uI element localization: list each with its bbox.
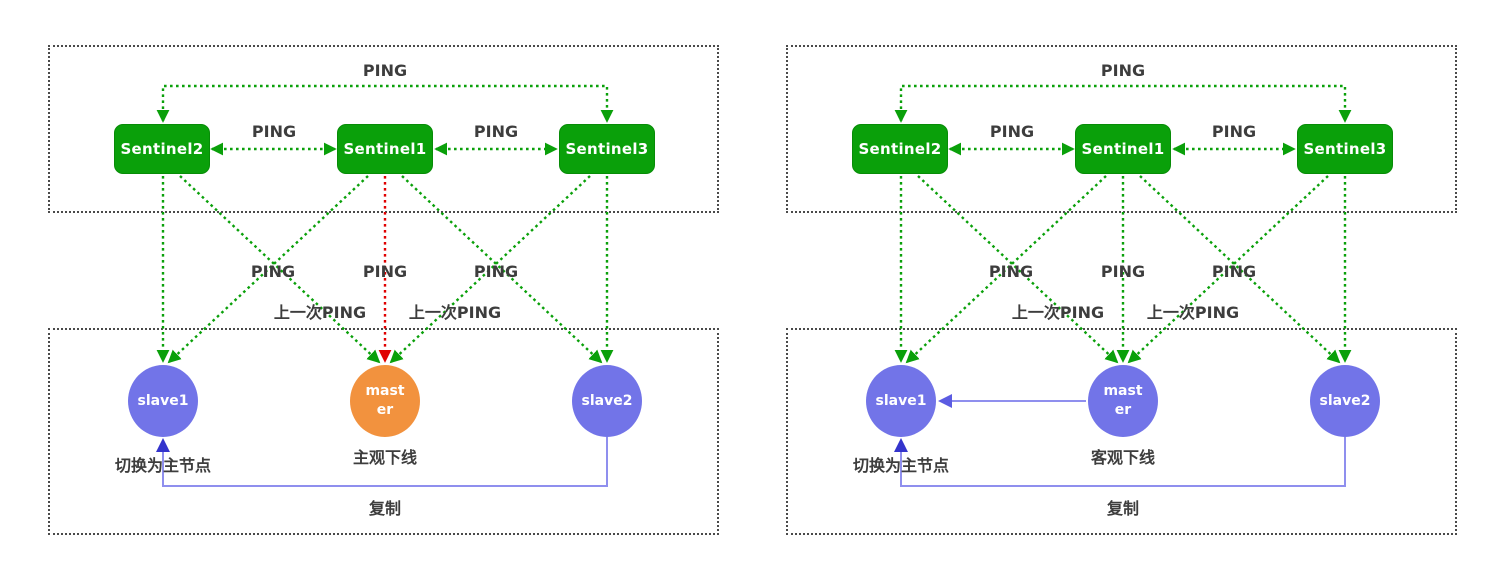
ping-label-down-right: PING: [1211, 262, 1257, 281]
sentinel2-node: Sentinel2: [852, 124, 948, 174]
ping-label-s2-s1: PING: [989, 122, 1035, 141]
last-ping-label-right: 上一次PING: [408, 303, 502, 322]
ping-label-down-right: PING: [473, 262, 519, 281]
master-node-label: master: [1103, 383, 1143, 418]
sentinel1-node: Sentinel1: [1075, 124, 1171, 174]
master-status-label: 客观下线: [1090, 448, 1156, 467]
ping-label-top: PING: [362, 61, 408, 80]
ping-label-down-left: PING: [250, 262, 296, 281]
ping-label-s1-s3: PING: [473, 122, 519, 141]
data-nodes-box: [786, 328, 1457, 535]
last-ping-label-left: 上一次PING: [1011, 303, 1105, 322]
master-node: master: [350, 365, 420, 437]
last-ping-label-right: 上一次PING: [1146, 303, 1240, 322]
switch-to-master-label: 切换为主节点: [114, 456, 212, 475]
sentinel-cluster-box: [48, 45, 719, 213]
last-ping-label-left: 上一次PING: [273, 303, 367, 322]
sentinel2-node: Sentinel2: [114, 124, 210, 174]
ping-label-s2-s1: PING: [251, 122, 297, 141]
diagram-objective-offline: Sentinel2 Sentinel1 Sentinel3 slave1 mas…: [738, 0, 1489, 569]
ping-label-down-left: PING: [988, 262, 1034, 281]
slave1-node: slave1: [866, 365, 936, 437]
sentinel3-node: Sentinel3: [559, 124, 655, 174]
master-node: master: [1088, 365, 1158, 437]
master-node-label: master: [365, 383, 405, 418]
ping-label-down-mid: PING: [1100, 262, 1146, 281]
ping-label-s1-s3: PING: [1211, 122, 1257, 141]
replicate-label: 复制: [368, 499, 402, 518]
sentinel-cluster-box: [786, 45, 1457, 213]
data-nodes-box: [48, 328, 719, 535]
diagram-subjective-offline: Sentinel2 Sentinel1 Sentinel3 slave1 mas…: [48, 45, 719, 535]
replicate-label: 复制: [1106, 499, 1140, 518]
ping-label-down-mid: PING: [362, 262, 408, 281]
ping-label-top: PING: [1100, 61, 1146, 80]
slave1-node: slave1: [128, 365, 198, 437]
slave2-node: slave2: [1310, 365, 1380, 437]
slave2-node: slave2: [572, 365, 642, 437]
sentinel1-node: Sentinel1: [337, 124, 433, 174]
sentinel3-node: Sentinel3: [1297, 124, 1393, 174]
switch-to-master-label: 切换为主节点: [852, 456, 950, 475]
master-status-label: 主观下线: [352, 448, 418, 467]
